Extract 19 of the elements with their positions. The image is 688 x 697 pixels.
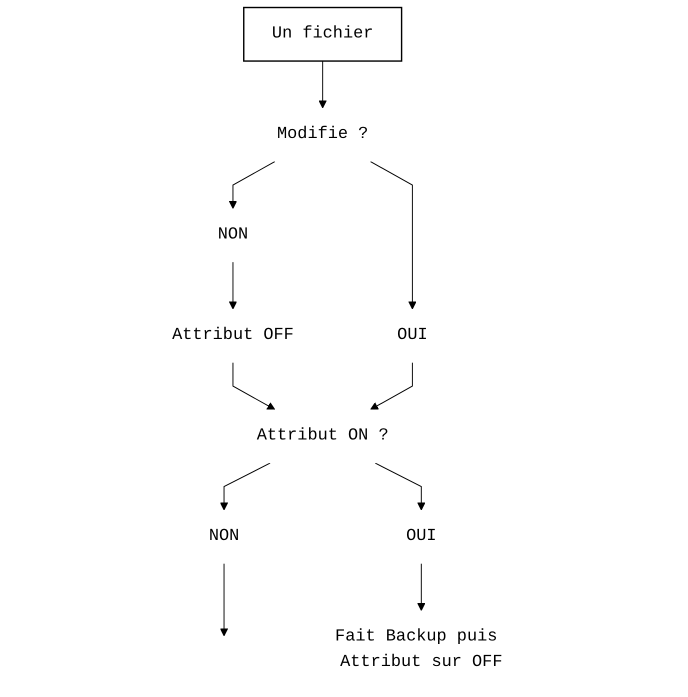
arrow	[370, 161, 417, 310]
node-text: Attribut ON ?	[257, 426, 389, 446]
arrow	[375, 462, 426, 510]
node-text: Fait Backup puis Attribut sur OFF	[335, 627, 503, 672]
node-text: OUI	[398, 326, 428, 345]
arrow	[220, 462, 271, 510]
arrow	[229, 262, 238, 310]
arrow	[318, 60, 328, 108]
arrow	[229, 161, 276, 209]
node-text: NON	[209, 526, 240, 546]
arrow	[220, 563, 229, 636]
node-text: Attribut OFF	[172, 326, 294, 345]
node-text: NON	[218, 225, 249, 244]
arrow	[418, 563, 426, 611]
arrow	[370, 362, 414, 410]
node-text: Modifie ?	[277, 124, 369, 144]
node-box: Un fichier	[243, 6, 403, 62]
node-text: OUI	[406, 526, 437, 546]
arrow	[232, 362, 276, 410]
